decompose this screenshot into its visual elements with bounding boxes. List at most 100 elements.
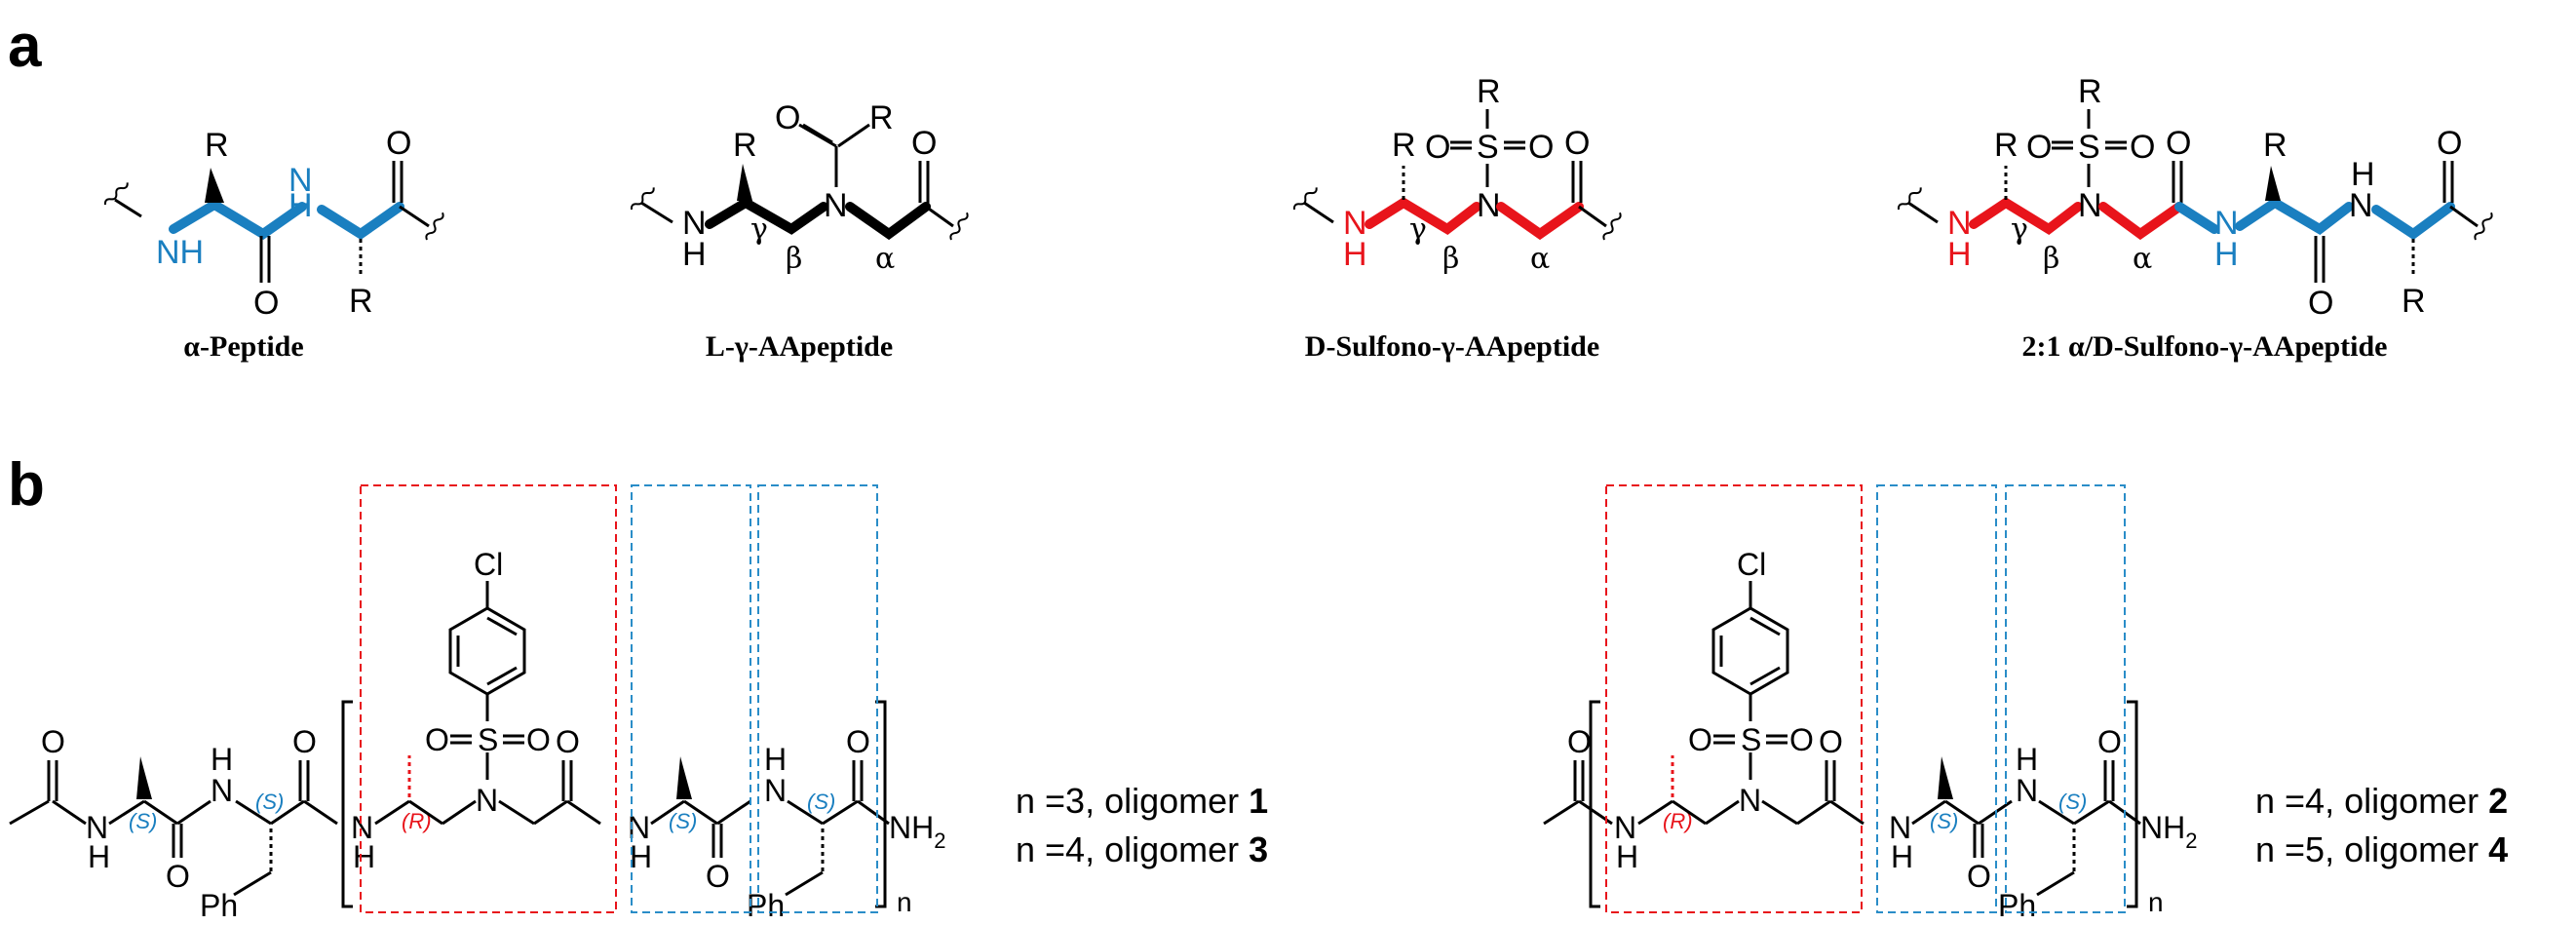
stereo-s-label: (S): [129, 809, 157, 833]
oligomer-label: n =5, oligomer 4: [2255, 829, 2508, 869]
cl-atom: Cl: [1737, 547, 1766, 582]
n-atom: N: [1343, 205, 1367, 242]
caption-hybrid-aapeptide: 2:1 α/D-Sulfono-γ-AApeptide: [2022, 330, 2388, 363]
o-atom: O: [706, 859, 730, 894]
o-atom: O: [2130, 129, 2155, 166]
o-atom: O: [425, 722, 449, 757]
nh2-atom: NH2: [2140, 810, 2197, 853]
beta-label: β: [1442, 242, 1459, 276]
hybrid-aapeptide-structure: N H R γ β N S R O O α O N H R O N H R: [1896, 73, 2495, 322]
o-atom: O: [2308, 285, 2333, 322]
o-atom: O: [1425, 129, 1450, 166]
h-atom: H: [682, 236, 707, 273]
o-atom: O: [2026, 129, 2052, 166]
nh2-atom: NH2: [889, 810, 945, 853]
panel-label-b: b: [8, 451, 45, 519]
d-sulfono-gamma-aapeptide-structure: N H R γ β N S R O O α O: [1291, 73, 1624, 276]
gamma-label: γ: [2011, 212, 2028, 247]
nh-atom: NH: [156, 234, 204, 271]
r-atom: R: [2078, 73, 2102, 110]
r-atom: R: [1392, 127, 1416, 164]
stereo-s-label: (S): [255, 790, 284, 814]
r-atom: R: [2263, 127, 2288, 164]
ph-atom: Ph: [1998, 888, 2036, 923]
o-atom: O: [253, 285, 279, 322]
o-atom: O: [846, 724, 870, 759]
o-atom: O: [775, 99, 800, 136]
alpha-unit-box: [2005, 484, 2126, 913]
alpha-label: α: [875, 242, 895, 276]
h-atom: H: [2214, 236, 2239, 273]
o-atom: O: [386, 125, 411, 162]
n-subscript: n: [2148, 887, 2164, 917]
n-atom: N: [1947, 205, 1972, 242]
sulfono-unit-box: [1605, 484, 1863, 913]
n-atom: N: [476, 783, 498, 818]
o-atom: O: [1688, 722, 1712, 757]
n-atom: N: [1739, 783, 1761, 818]
n-atom: N: [86, 810, 108, 845]
h-atom: H: [88, 839, 110, 874]
gamma-label: γ: [1409, 212, 1427, 247]
ph-atom: Ph: [747, 888, 785, 923]
r-atom: R: [1477, 73, 1501, 110]
o-atom: O: [2437, 125, 2462, 162]
o-atom: O: [1789, 722, 1814, 757]
sulfono-unit-box: [360, 484, 617, 913]
beta-label: β: [786, 242, 802, 276]
n-atom: N: [288, 162, 313, 199]
s-atom: S: [2078, 129, 2100, 166]
o-atom: O: [1528, 129, 1554, 166]
n-atom: N: [2214, 205, 2239, 242]
stereo-s-label: (S): [807, 790, 835, 814]
o-atom: O: [556, 724, 580, 759]
n-atom: N: [351, 810, 373, 845]
caption-alpha-peptide: α-Peptide: [183, 330, 303, 363]
oligomer-label: n =3, oligomer 1: [1016, 781, 1268, 821]
n-atom: N: [764, 773, 787, 808]
o-atom: O: [1967, 859, 1991, 894]
o-atom: O: [2097, 724, 2122, 759]
n-atom: N: [1889, 810, 1911, 845]
s-atom: S: [478, 722, 498, 757]
o-atom: O: [1819, 724, 1843, 759]
stereo-s-label: (S): [1930, 809, 1958, 833]
n-atom: N: [824, 187, 848, 224]
alpha-label: α: [1530, 242, 1550, 276]
alpha-unit-box: [631, 484, 751, 913]
o-atom: O: [526, 722, 551, 757]
gamma-label: γ: [750, 212, 768, 247]
stereo-s-label: (S): [2058, 790, 2087, 814]
n-atom: N: [2016, 773, 2038, 808]
o-atom: O: [1564, 125, 1590, 162]
alpha-unit-box: [1876, 484, 1997, 913]
r-atom: R: [349, 283, 373, 320]
r-atom: R: [869, 99, 894, 136]
s-atom: S: [1741, 722, 1761, 757]
h-atom: H: [764, 742, 787, 777]
o-atom: O: [1567, 724, 1592, 759]
oligomer-left-structure: O N H (S) O H N (S) Ph O N H (R) N: [9, 547, 945, 923]
n-atom: N: [2349, 187, 2373, 224]
oligomer-label: n =4, oligomer 2: [2255, 781, 2508, 821]
h-atom: H: [1616, 839, 1638, 874]
alpha-unit-box: [757, 484, 878, 913]
caption-d-sulfono-gamma-aapeptide: D-Sulfono-γ-AApeptide: [1305, 330, 1599, 363]
o-atom: O: [911, 125, 937, 162]
h-atom: H: [1891, 839, 1913, 874]
panel-label-a: a: [8, 13, 42, 80]
h-atom: H: [2351, 156, 2375, 193]
s-atom: S: [1477, 129, 1499, 166]
cl-atom: Cl: [474, 547, 503, 582]
n-atom: N: [628, 810, 650, 845]
n-atom: N: [211, 773, 233, 808]
r-atom: R: [2402, 283, 2426, 320]
alpha-label: α: [2133, 242, 2152, 276]
r-atom: R: [733, 127, 757, 164]
alpha-peptide-structure: NH R O H N R O: [102, 125, 446, 322]
r-atom: R: [1994, 127, 2019, 164]
stereo-s-label: (S): [669, 809, 697, 833]
oligomer-right-structure: O N H (R) N S O O Cl O N H (S): [1543, 547, 2197, 923]
o-atom: O: [166, 859, 190, 894]
